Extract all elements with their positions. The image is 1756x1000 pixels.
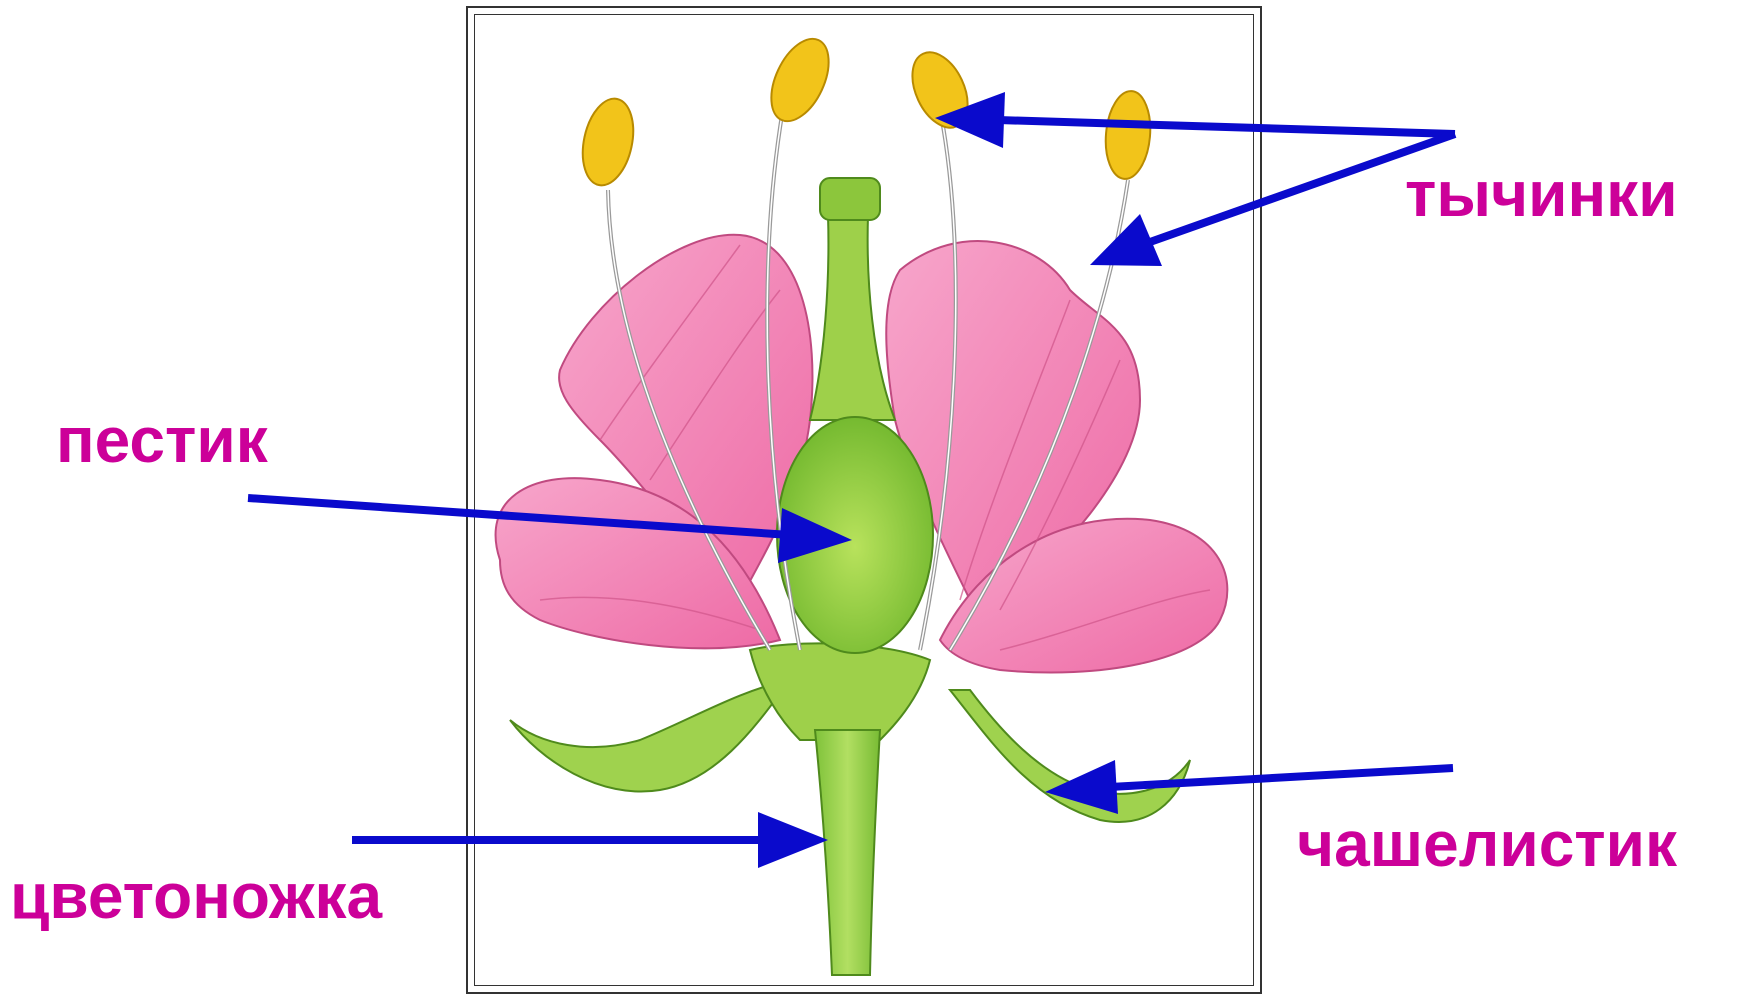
pistil-style xyxy=(810,215,895,420)
arrowhead-pedicel xyxy=(758,812,828,868)
arrow-sepal xyxy=(1110,768,1453,787)
sepal-left xyxy=(510,680,790,792)
label-sepal: чашелистик xyxy=(1297,812,1677,876)
label-pistil: пестик xyxy=(56,408,268,472)
sepal-right xyxy=(950,690,1190,822)
label-stamens: тычинки xyxy=(1405,162,1678,226)
anther-2 xyxy=(760,30,841,130)
anther-4 xyxy=(1102,89,1154,180)
label-pedicel: цветоножка xyxy=(10,864,382,928)
arrow-stamens-upper xyxy=(998,120,1455,134)
anther-1 xyxy=(575,94,640,190)
receptacle xyxy=(750,643,930,740)
pedicel-stem xyxy=(815,730,880,975)
pistil-stigma xyxy=(820,178,880,220)
